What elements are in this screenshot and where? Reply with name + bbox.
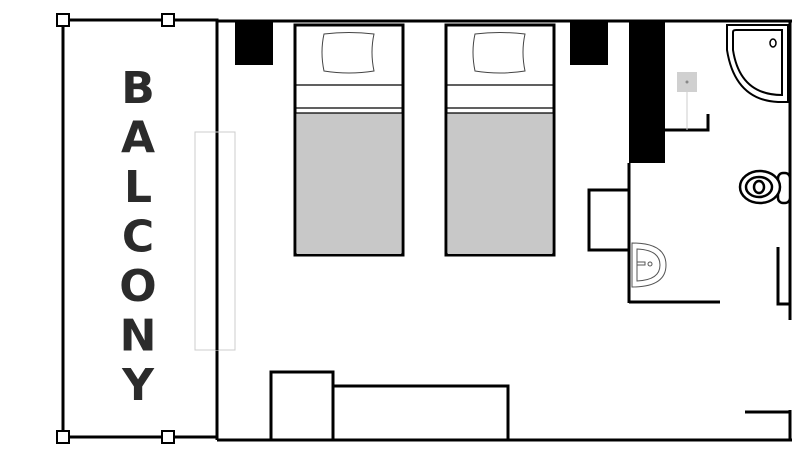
resize-handle[interactable] (161, 13, 175, 27)
desk[interactable] (331, 384, 510, 442)
pillar (629, 22, 665, 163)
bathroom (587, 114, 790, 306)
pillar (570, 22, 608, 65)
bed[interactable] (293, 23, 405, 257)
bed[interactable] (444, 23, 556, 257)
pillow-icon (472, 32, 526, 74)
balcony-letter: C (122, 212, 154, 263)
nightstand[interactable] (269, 370, 335, 442)
resize-handle[interactable] (161, 430, 175, 444)
bed-cover (297, 113, 401, 254)
resize-handle[interactable] (56, 430, 70, 444)
pillar (235, 22, 273, 65)
shower[interactable] (726, 24, 789, 103)
balcony-letter: Y (121, 360, 155, 411)
balcony-letter: L (124, 162, 152, 213)
bed-cover (448, 113, 552, 254)
resize-handle[interactable] (56, 13, 70, 27)
balcony-letter: O (119, 261, 156, 312)
cabinet[interactable] (587, 188, 631, 252)
pillow-icon (321, 32, 375, 74)
toilet[interactable] (738, 169, 792, 205)
light-switch[interactable] (677, 72, 697, 130)
balcony-letter: A (121, 113, 155, 164)
sink[interactable] (631, 242, 667, 288)
balcony-letter: B (121, 63, 155, 114)
sliding-door[interactable] (194, 131, 236, 351)
balcony-letter: N (120, 311, 157, 362)
